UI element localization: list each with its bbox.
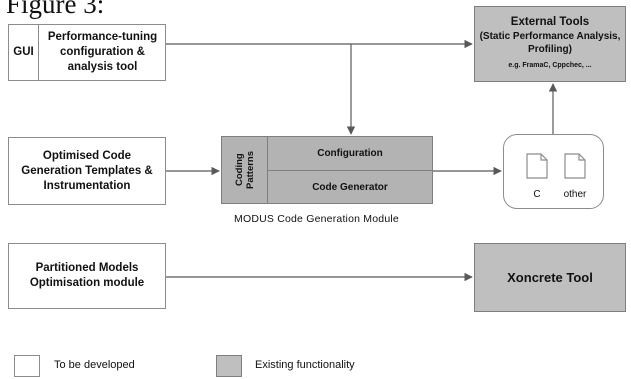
c-file-icon: [526, 153, 548, 179]
templates-box: Optimised Code Generation Templates & In…: [8, 137, 166, 205]
external-tools-title: External Tools: [510, 16, 590, 28]
external-tools-subtitle: (Static Performance Analysis, Profiling): [479, 31, 621, 55]
other-file-icon: [564, 153, 586, 179]
external-tools-examples: e.g. FramaC, Cppchec, ...: [508, 62, 592, 69]
module-label: MODUS Code Generation Module: [234, 213, 399, 225]
legend-label-existing: Existing functionality: [255, 359, 355, 371]
c-file-label: C: [533, 189, 541, 200]
partitioned-models-box: Partitioned Models Optimisation module: [8, 243, 166, 309]
external-tools-box: External Tools (Static Performance Analy…: [474, 6, 626, 82]
gui-label: GUI: [9, 25, 39, 80]
gui-tool-box: GUI Performance-tuning configuration & a…: [8, 24, 166, 81]
legend-label-new: To be developed: [54, 359, 135, 371]
code-gen-module: Coding Patterns Configuration Code Gener…: [221, 136, 433, 204]
gui-tool-label: Performance-tuning configuration & analy…: [47, 31, 158, 73]
xoncrete-tool-box: Xoncrete Tool: [474, 243, 626, 312]
code-generator-box: Code Generator: [267, 170, 433, 204]
figure-title: Figure 3:: [6, 0, 105, 19]
output-files-box: C other: [503, 134, 604, 209]
configuration-box: Configuration: [267, 136, 433, 171]
other-file-label: other: [563, 189, 587, 200]
coding-patterns-box: Coding Patterns: [221, 136, 268, 204]
legend-swatch-existing: [216, 355, 242, 377]
legend-swatch-new: [14, 355, 40, 377]
